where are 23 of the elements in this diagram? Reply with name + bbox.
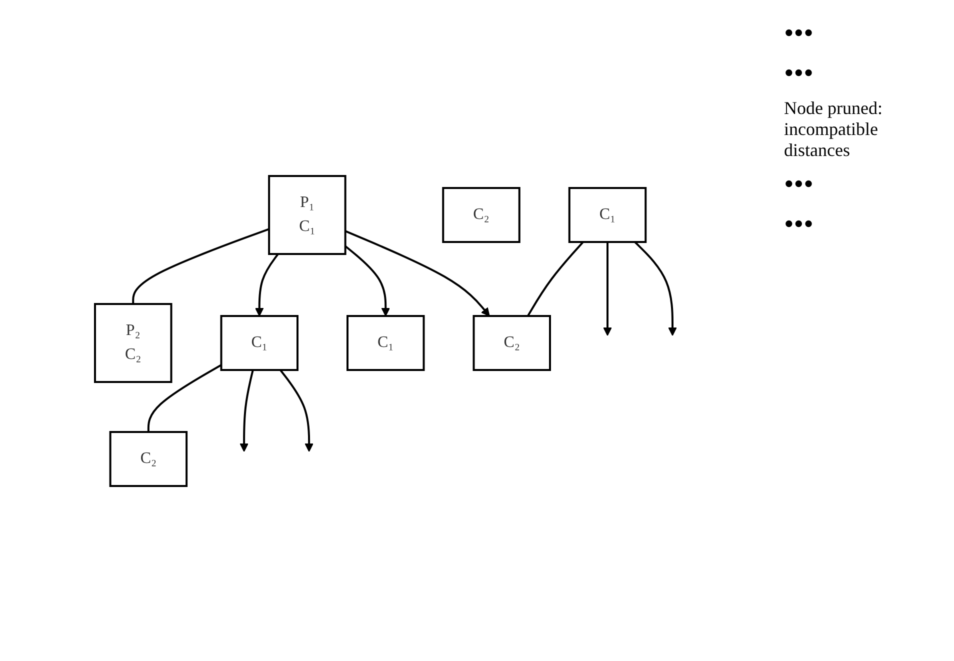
connector: [526, 240, 584, 316]
arrow: [344, 244, 390, 316]
node-box: C₂: [442, 186, 520, 242]
node-box: C₁: [220, 314, 298, 370]
node-box: P₁ C₁: [268, 174, 346, 254]
arrow: [279, 368, 313, 452]
node-box: C₂: [108, 430, 188, 486]
ellipsis-dots: •••: [784, 169, 814, 201]
note-text: Node pruned: incompatible distances: [784, 98, 884, 161]
connector: [146, 364, 222, 432]
node-box: P₂ C₂: [94, 302, 172, 382]
node-box: C₂: [472, 314, 550, 370]
arrow: [344, 230, 490, 316]
arrow: [254, 252, 278, 316]
arrow: [602, 242, 612, 336]
ellipsis-dots: •••: [784, 58, 814, 90]
node-box: C₁: [346, 314, 424, 370]
ellipsis-dots: •••: [784, 209, 814, 241]
ellipsis-dots: •••: [784, 18, 814, 50]
node-box: C₁: [568, 186, 646, 242]
connector: [132, 228, 269, 304]
arrow: [634, 240, 676, 336]
arrow: [239, 369, 254, 452]
